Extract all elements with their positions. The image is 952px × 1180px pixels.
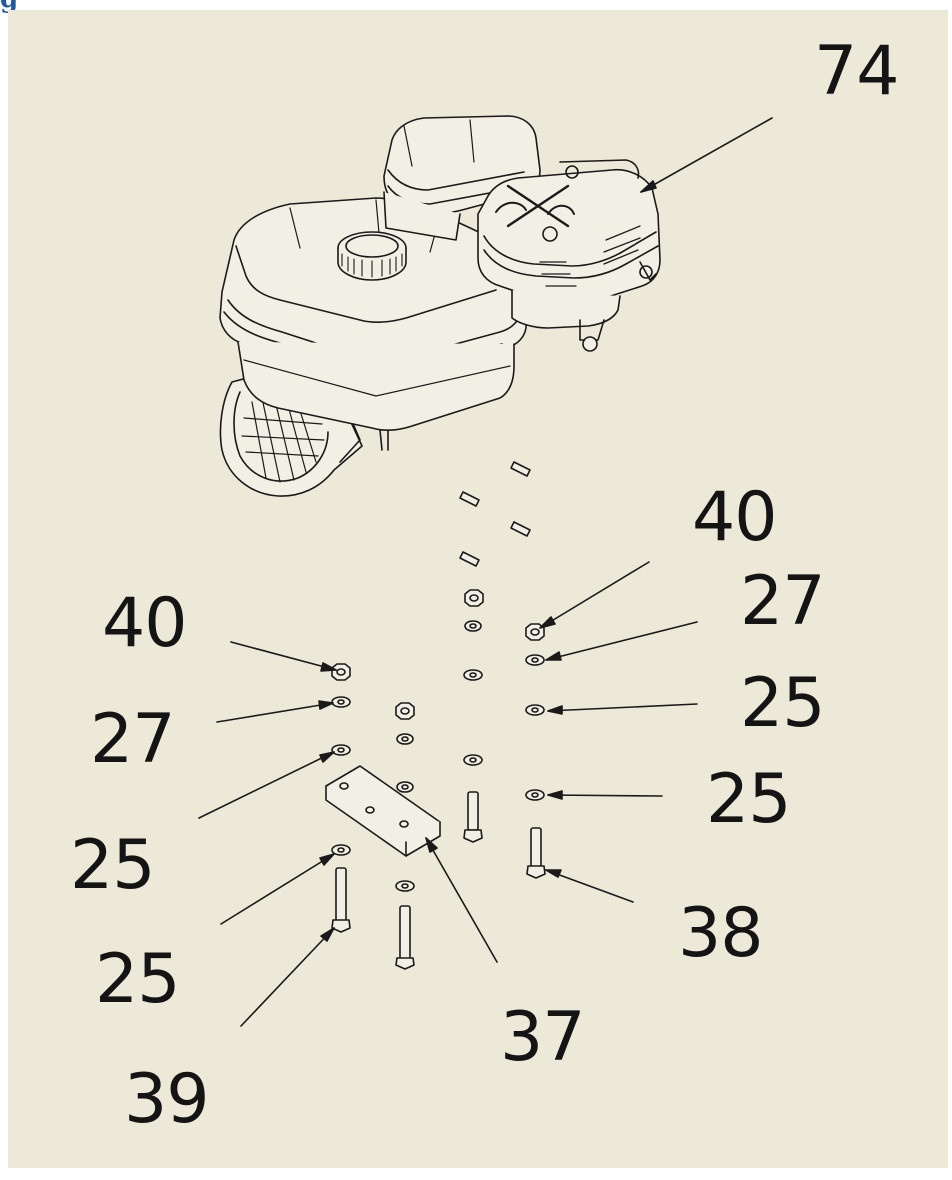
- mounting-plate: [325, 765, 441, 857]
- callout-25-right-lower: 25: [706, 760, 792, 839]
- fuel-tank: [219, 197, 527, 451]
- muffler: [477, 159, 661, 352]
- callout-25-right-upper: 25: [740, 664, 826, 743]
- bolt-centre: [463, 791, 483, 843]
- header-text-fragment: g: [0, 0, 18, 12]
- bolt-left-part: [331, 867, 351, 933]
- callout-27-left: 27: [90, 700, 176, 779]
- callout-74: 74: [814, 32, 900, 111]
- fuel-cap: [337, 231, 407, 281]
- engine-assembly: [219, 115, 661, 497]
- bolt-right-part: [526, 827, 546, 879]
- callout-25-left-lower: 25: [95, 940, 181, 1019]
- hardware-parts: [325, 461, 546, 970]
- callout-25-left-upper: 25: [70, 826, 156, 905]
- bolts: [331, 791, 546, 970]
- callout-40-right: 40: [692, 478, 778, 557]
- leader-lines: [198, 117, 773, 1027]
- dowel-pins: [459, 461, 531, 567]
- callout-27-right: 27: [740, 562, 826, 641]
- recoil-starter: [219, 373, 363, 497]
- header-strip: g: [0, 0, 952, 12]
- callout-37: 37: [500, 998, 586, 1077]
- callout-40-left: 40: [102, 584, 188, 663]
- callout-38: 38: [678, 894, 764, 973]
- bolt-lower-centre: [395, 905, 415, 970]
- callout-39: 39: [124, 1060, 210, 1139]
- hex-nuts: [331, 589, 545, 720]
- washers: [331, 620, 545, 892]
